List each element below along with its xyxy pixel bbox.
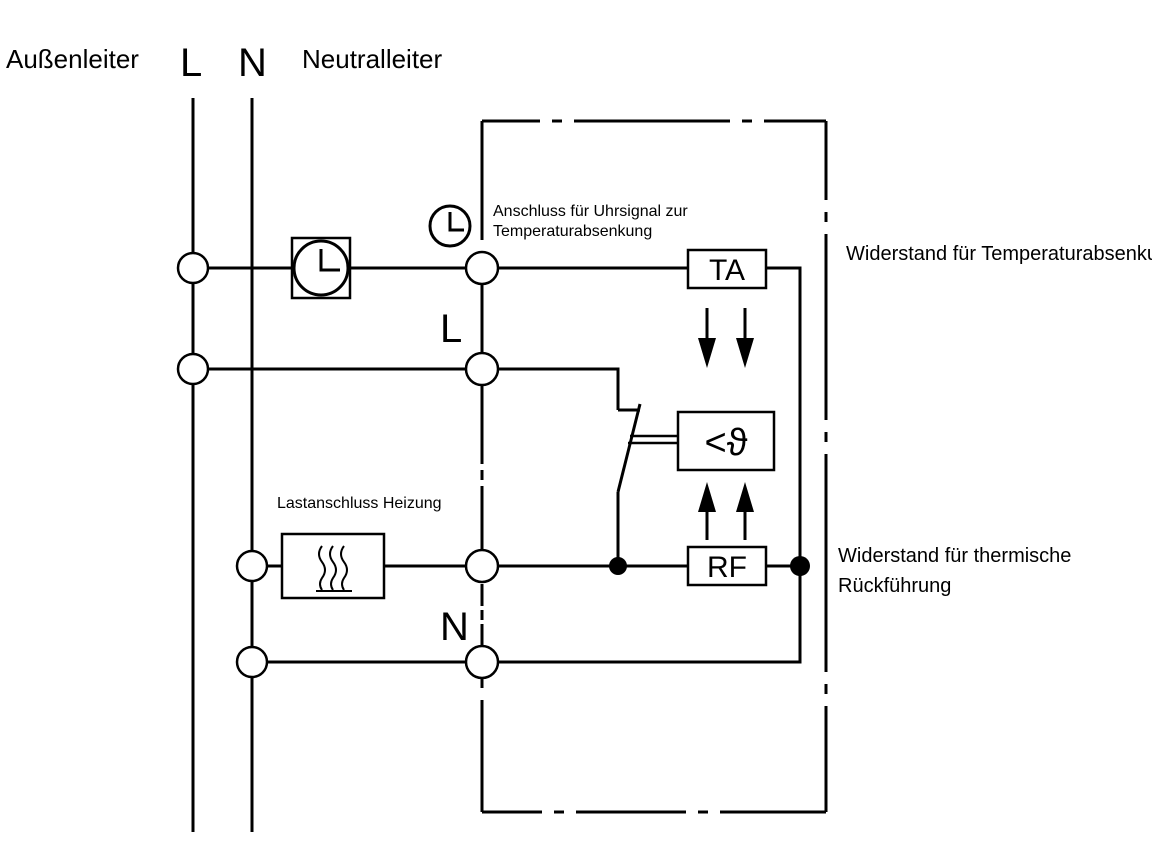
anschluss-label-line2: Temperaturabsenkung (493, 223, 652, 240)
terminal-N-row4 (235, 645, 269, 679)
junction-dot (609, 557, 627, 575)
clock-icon (428, 204, 472, 248)
junction-dot (790, 556, 810, 576)
temperature-sensor-label: <ϑ (705, 422, 748, 464)
lastanschluss-label: Lastanschluss Heizung (277, 495, 442, 512)
neutralleiter-label: Neutralleiter (302, 44, 443, 74)
terminal-L-row1 (176, 251, 210, 285)
terminal-device-L (464, 351, 500, 387)
rf-resistor (686, 545, 768, 587)
terminal-N-row3 (235, 549, 269, 583)
N-main-label: N (238, 41, 267, 85)
L-wire-to-switch (498, 367, 620, 410)
anschluss-label-line1: Anschluss für Uhrsignal zur (493, 203, 688, 220)
terminal-device-load (464, 548, 500, 584)
clock-icon (290, 236, 352, 300)
ta-wire-out (766, 266, 802, 566)
terminal-device-clock (464, 250, 500, 286)
thermostat-switch (616, 403, 678, 566)
ta-resistor-label: TA (709, 254, 745, 287)
N-wire-right (498, 566, 802, 664)
heating-icon (280, 532, 386, 600)
terminal-L-row2 (176, 352, 210, 386)
N-inner-label: N (440, 605, 469, 649)
heat-arrows-down (698, 308, 754, 368)
aussenleiter-label: Außenleiter (6, 44, 139, 74)
L-inner-label: L (440, 307, 462, 351)
rf-resistor-label: RF (707, 551, 747, 584)
L-main-label: L (180, 41, 202, 85)
widerstand-rf-label-line1: Widerstand für thermische (838, 545, 1071, 567)
terminal-device-N (464, 644, 500, 680)
temperature-sensor (676, 410, 776, 472)
widerstand-ta-label: Widerstand für Temperaturabsenkung (846, 243, 1152, 265)
device-enclosure (480, 119, 828, 814)
heat-arrows-up (698, 482, 754, 540)
widerstand-rf-label-line2: Rückführung (838, 575, 951, 597)
